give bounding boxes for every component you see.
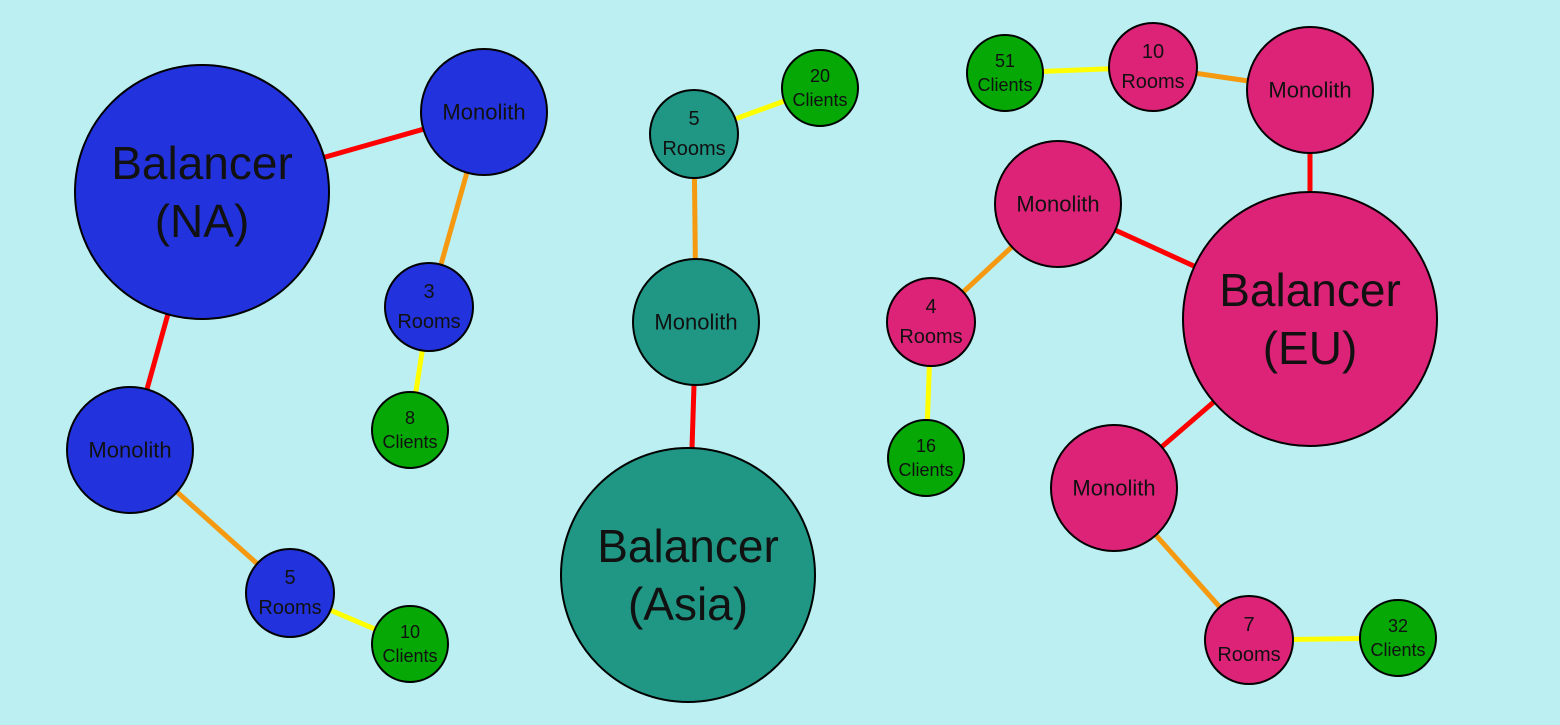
node-monolith-na-2-label-1: Monolith [88, 438, 171, 463]
node-balancer-eu-label-1: Balancer [1219, 264, 1401, 316]
node-rooms-eu-3-label-1: 7 [1243, 614, 1254, 636]
node-monolith-asia-circle [632, 258, 760, 386]
node-rooms-eu-3-label-2: Rooms [1217, 644, 1280, 666]
node-clients-na-1-circle [371, 391, 449, 469]
node-clients-eu-1-label-1: 51 [995, 51, 1015, 71]
node-clients-na-1-label-1: 8 [405, 408, 415, 428]
node-rooms-na-2-label-2: Rooms [258, 597, 321, 619]
node-monolith-eu-2-label-1: Monolith [1016, 192, 1099, 217]
node-balancer-asia-label-2: (Asia) [628, 578, 748, 630]
node-clients-eu-1-circle [966, 34, 1044, 112]
node-monolith-na-1-circle [420, 48, 548, 176]
node-rooms-eu-1-circle [1108, 22, 1198, 112]
node-monolith-eu-3: Monolith [1050, 424, 1178, 552]
node-clients-eu-2-label-2: Clients [898, 460, 953, 480]
node-monolith-na-2: Monolith [66, 386, 194, 514]
node-rooms-asia-circle [649, 89, 739, 179]
node-clients-na-2-circle [371, 605, 449, 683]
node-clients-na-2-label-1: 10 [400, 622, 420, 642]
node-monolith-eu-3-circle [1050, 424, 1178, 552]
node-balancer-na-label-1: Balancer [111, 137, 293, 189]
node-monolith-eu-1-label-1: Monolith [1268, 78, 1351, 103]
node-rooms-asia-label-1: 5 [688, 108, 699, 130]
node-clients-eu-3-label-1: 32 [1388, 616, 1408, 636]
node-balancer-na-label-2: (NA) [155, 195, 250, 247]
node-rooms-na-1-label-1: 3 [423, 281, 434, 303]
node-clients-na-1-label-2: Clients [382, 432, 437, 452]
node-balancer-eu-circle [1182, 191, 1438, 447]
node-monolith-eu-3-label-1: Monolith [1072, 476, 1155, 501]
node-monolith-eu-2-circle [994, 140, 1122, 268]
node-rooms-na-1-circle [384, 262, 474, 352]
node-rooms-eu-2-label-2: Rooms [899, 326, 962, 348]
node-layer: Balancer(NA)Monolith3Rooms8ClientsMonoli… [66, 22, 1438, 703]
node-clients-eu-2-label-1: 16 [916, 436, 936, 456]
node-monolith-na-1: Monolith [420, 48, 548, 176]
node-clients-asia-circle [781, 49, 859, 127]
node-rooms-eu-1-label-1: 10 [1142, 41, 1164, 63]
node-monolith-na-1-label-1: Monolith [442, 100, 525, 125]
node-clients-eu-3-label-2: Clients [1370, 640, 1425, 660]
node-balancer-asia: Balancer (Asia) [560, 447, 816, 703]
node-monolith-eu-1-circle [1246, 26, 1374, 154]
node-rooms-eu-1-label-2: Rooms [1121, 71, 1184, 93]
node-clients-eu-2-circle [887, 419, 965, 497]
node-balancer-eu: Balancer (EU) [1182, 191, 1438, 447]
node-clients-asia-label-2: Clients [792, 90, 847, 110]
node-monolith-asia-label-1: Monolith [654, 310, 737, 335]
node-rooms-na-2-label-1: 5 [284, 567, 295, 589]
node-rooms-eu-3-circle [1204, 595, 1294, 685]
node-monolith-asia: Monolith [632, 258, 760, 386]
node-balancer-asia-circle [560, 447, 816, 703]
node-rooms-asia-label-2: Rooms [662, 138, 725, 160]
node-clients-eu-1-label-2: Clients [977, 75, 1032, 95]
node-balancer-na-circle [74, 64, 330, 320]
node-balancer-na: Balancer (NA) [74, 64, 330, 320]
node-monolith-eu-2: Monolith [994, 140, 1122, 268]
node-rooms-na-2-circle [245, 548, 335, 638]
node-balancer-asia-label-1: Balancer [597, 520, 779, 572]
node-rooms-eu-2-label-1: 4 [925, 296, 936, 318]
node-clients-na-2-label-2: Clients [382, 646, 437, 666]
node-rooms-eu-2-circle [886, 277, 976, 367]
node-clients-eu-3-circle [1359, 599, 1437, 677]
node-monolith-eu-1: Monolith [1246, 26, 1374, 154]
node-clients-asia-label-1: 20 [810, 66, 830, 86]
node-balancer-eu-label-2: (EU) [1263, 322, 1358, 374]
node-rooms-na-1-label-2: Rooms [397, 311, 460, 333]
node-monolith-na-2-circle [66, 386, 194, 514]
